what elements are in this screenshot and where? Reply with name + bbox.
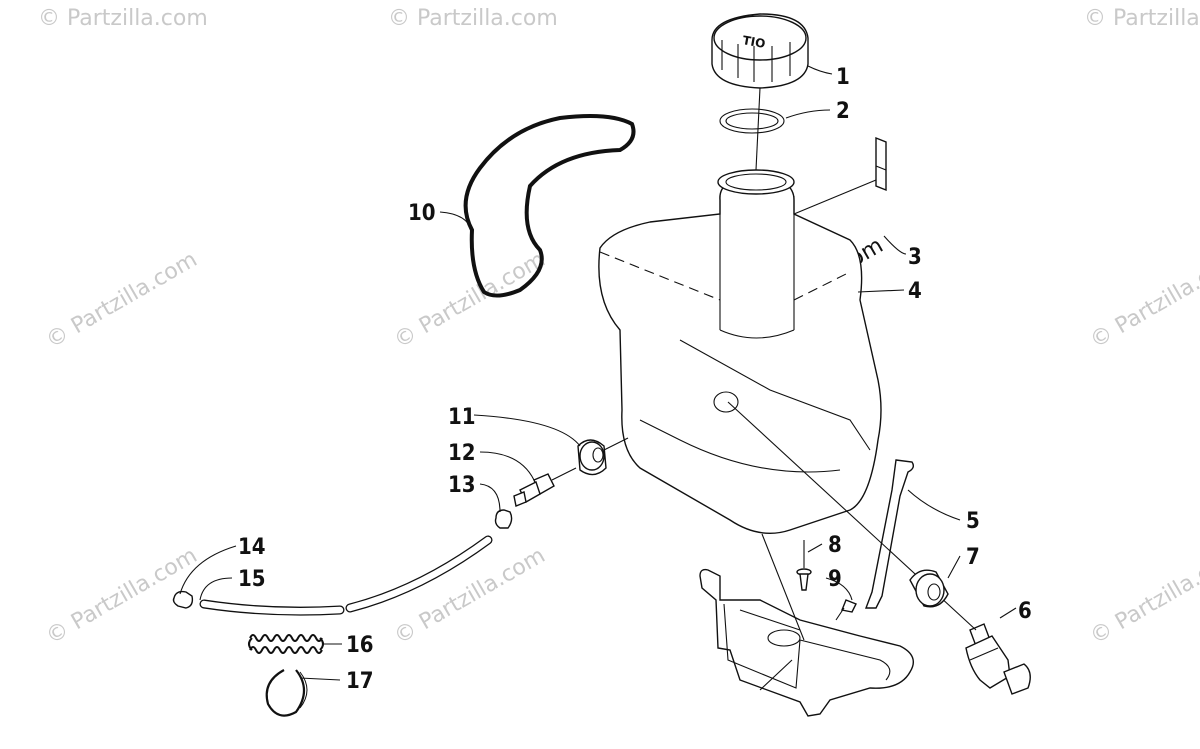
fuel-valve[interactable] <box>965 623 1031 695</box>
callout-2: 2 <box>836 99 850 124</box>
callout-13: 13 <box>448 473 476 498</box>
callout-1: 1 <box>836 65 850 90</box>
callout-12: 12 <box>448 441 476 466</box>
spring[interactable] <box>248 634 324 654</box>
callout-5: 5 <box>966 509 980 534</box>
svg-text:TIO: TIO <box>741 33 766 51</box>
callout-8: 8 <box>828 533 842 558</box>
cap-gasket[interactable] <box>719 108 785 134</box>
callout-labels: 1 2 3 4 5 6 7 8 9 10 11 12 13 14 15 16 1… <box>238 65 1032 694</box>
valve-grommet[interactable] <box>909 569 949 608</box>
callout-6: 6 <box>1018 599 1032 624</box>
callout-17: 17 <box>346 669 374 694</box>
callout-4: 4 <box>908 279 922 304</box>
hose-clamp-small[interactable] <box>494 509 513 529</box>
callout-7: 7 <box>966 545 980 570</box>
callout-3: 3 <box>908 245 922 270</box>
callout-16: 16 <box>346 633 374 658</box>
screw[interactable] <box>835 599 857 621</box>
rivet[interactable] <box>796 540 812 591</box>
callout-14: 14 <box>238 535 266 560</box>
hose-clamp-large[interactable] <box>265 669 308 717</box>
grommet[interactable] <box>577 439 607 476</box>
callout-15: 15 <box>238 567 266 592</box>
callout-10: 10 <box>408 201 436 226</box>
decal[interactable] <box>875 136 887 192</box>
fuel-fitting[interactable] <box>513 467 577 507</box>
hose-end-clip[interactable] <box>172 590 194 609</box>
tank-bracket[interactable] <box>699 459 915 717</box>
fuel-cap[interactable]: TIO <box>711 13 809 89</box>
fuel-hose[interactable] <box>199 535 493 616</box>
watermark: © Partzilla.com <box>388 6 558 31</box>
seal-strip[interactable] <box>463 114 636 298</box>
watermark: © Partzilla.com <box>1084 6 1200 31</box>
watermark: © Partzilla.com <box>38 6 208 31</box>
callout-11: 11 <box>448 405 476 430</box>
leader-lines <box>179 65 1017 681</box>
callout-9: 9 <box>828 567 842 592</box>
fuel-tank[interactable] <box>598 169 882 535</box>
